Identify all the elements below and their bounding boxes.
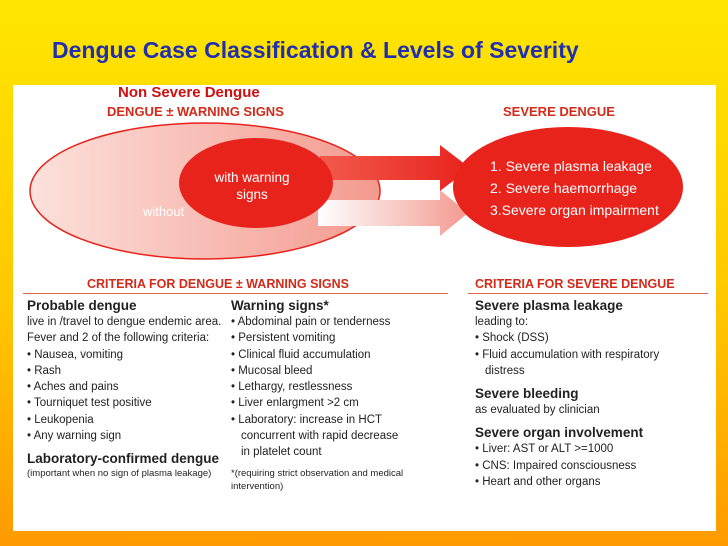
light-arrow: [318, 190, 468, 236]
warning-bullet: • Liver enlargment >2 cm: [231, 397, 359, 410]
criteria-right-rule: [468, 293, 708, 294]
signs-label: signs: [236, 187, 268, 202]
severe-organ-bullet: • Liver: AST or ALT >=1000: [475, 443, 614, 456]
criteria-right-header: CRITERIA FOR SEVERE DENGUE: [475, 277, 675, 291]
warning-footnote: *(requiring strict observation and medic…: [231, 467, 404, 492]
severe-bleeding-sub: as evaluated by clinician: [475, 404, 600, 417]
lab-confirmed-note: (important when no sign of plasma leakag…: [27, 468, 212, 480]
probable-line: live in /travel to dengue endemic area.: [27, 316, 222, 328]
probable-dengue-title: Probable dengue: [27, 298, 137, 313]
probable-bullet: • Leukopenia: [27, 413, 94, 426]
probable-line: Fever and 2 of the following criteria:: [27, 332, 210, 345]
severe-dengue-header: SEVERE DENGUE: [503, 104, 615, 119]
severe-item-3: 3.Severe organ impairment: [490, 202, 659, 218]
warning-signs-title: Warning signs*: [231, 298, 329, 313]
severe-plasma-title: Severe plasma leakage: [475, 298, 623, 313]
warning-bullet: • Clinical fluid accumulation: [231, 348, 371, 361]
inner-ellipse: [179, 138, 333, 228]
warning-bullet: • Laboratory: increase in HCT concurrent…: [231, 413, 399, 459]
severe-organ-title: Severe organ involvement: [475, 425, 644, 441]
severe-plasma-bullet: • Fluid accumulation with respiratory di…: [475, 348, 660, 377]
slide-title: Dengue Case Classification & Levels of S…: [52, 37, 579, 63]
non-severe-label: Non Severe Dengue: [118, 84, 260, 101]
dengue-warning-header: DENGUE ± WARNING SIGNS: [107, 104, 284, 119]
warning-signs-column: Warning signs* • Abdominal pain or tende…: [231, 297, 436, 493]
lab-confirmed-title: Laboratory-confirmed dengue: [27, 451, 220, 467]
severe-criteria-column: Severe plasma leakage leading to: • Shoc…: [475, 297, 690, 490]
severe-bleeding-title: Severe bleeding: [475, 386, 579, 402]
warning-bullet: • Lethargy, restlessness: [231, 381, 353, 394]
probable-bullet: • Rash: [27, 364, 62, 377]
criteria-left-header: CRITERIA FOR DENGUE ± WARNING SIGNS: [87, 277, 349, 291]
severe-item-2: 2. Severe haemorrhage: [490, 180, 637, 196]
severe-item-1: 1. Severe plasma leakage: [490, 158, 652, 174]
probable-bullet: • Any warning sign: [27, 430, 122, 443]
probable-bullet: • Tourniquet test positive: [27, 397, 152, 410]
without-label: without: [142, 204, 185, 219]
warning-bullet: • Persistent vomiting: [231, 332, 336, 345]
probable-dengue-column: Probable dengue live in /travel to dengu…: [27, 297, 227, 480]
dark-arrow: [320, 145, 470, 191]
severe-plasma-sub: leading to:: [475, 316, 529, 328]
criteria-left-rule: [23, 293, 448, 294]
severe-ellipse: [453, 127, 683, 247]
warning-bullet: • Mucosal bleed: [231, 364, 313, 377]
probable-bullet: • Nausea, vomiting: [27, 348, 124, 361]
severe-organ-bullet: • CNS: Impaired consciousness: [475, 459, 637, 472]
warning-bullet: • Abdominal pain or tenderness: [231, 316, 391, 328]
with-warning-label: with warning: [213, 170, 289, 185]
probable-bullet: • Aches and pains: [27, 381, 119, 394]
severe-plasma-bullet: • Shock (DSS): [475, 332, 549, 345]
severe-organ-bullet: • Heart and other organs: [475, 476, 601, 489]
